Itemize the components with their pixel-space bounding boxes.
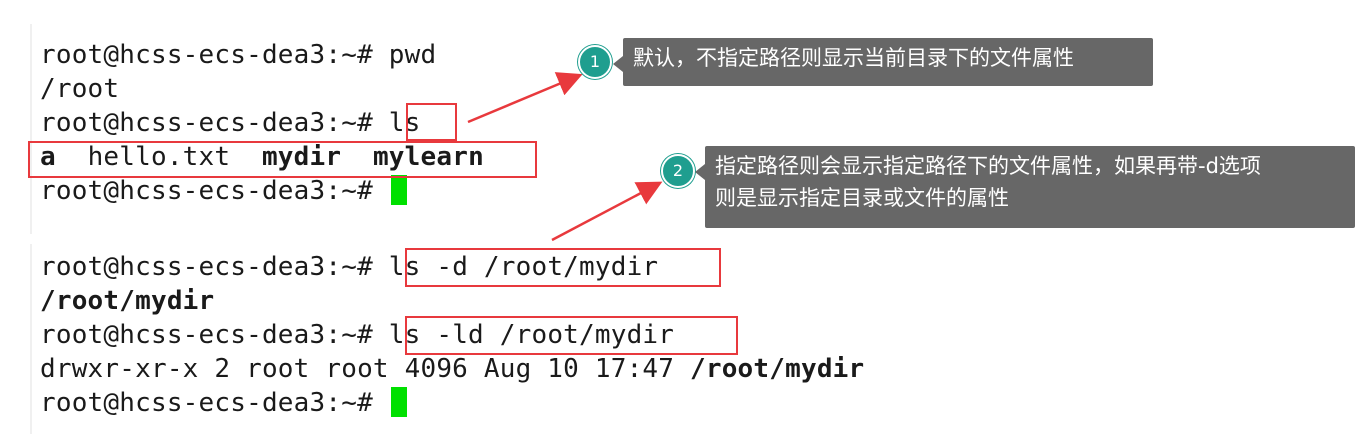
prompt: root@hcss-ecs-dea3:~#	[40, 40, 389, 70]
step-badge-1: 1	[578, 45, 612, 79]
terminal-panel-bottom	[30, 244, 1352, 434]
command-ls-d: ls -d /root/mydir	[388, 252, 659, 282]
terminal-line-ls: root@hcss-ecs-dea3:~# ls	[40, 106, 421, 140]
dir-entry-mydir: mydir	[261, 142, 342, 172]
callout-2-line-1: 指定路径则会显示指定路径下的文件属性，如果再带-d选项	[715, 154, 1261, 178]
terminal-output-pwd: /root	[40, 74, 120, 104]
terminal-line-prompt-idle: root@hcss-ecs-dea3:~#	[40, 174, 407, 208]
command-ls: ls	[388, 108, 421, 138]
arrow-1	[467, 72, 583, 124]
prompt: root@hcss-ecs-dea3:~#	[40, 252, 389, 282]
callout-2-line-2: 则是显示指定目录或文件的属性	[715, 186, 1009, 210]
prompt: root@hcss-ecs-dea3:~#	[40, 320, 389, 350]
terminal-output-ls-ld: drwxr-xr-x 2 root root 4096 Aug 10 17:47…	[40, 352, 864, 386]
arrow-2	[551, 181, 663, 242]
command-ls-ld: ls -ld /root/mydir	[388, 320, 675, 350]
terminal-cursor	[390, 175, 407, 205]
callout-2: 指定路径则会显示指定路径下的文件属性，如果再带-d选项 则是显示指定目录或文件的…	[695, 146, 1355, 228]
prompt: root@hcss-ecs-dea3:~#	[40, 176, 389, 206]
terminal-line-pwd: root@hcss-ecs-dea3:~# pwd	[40, 38, 436, 72]
prompt: root@hcss-ecs-dea3:~#	[40, 388, 389, 418]
file-entry-hello: hello.txt	[55, 142, 262, 172]
highlight-box-ls	[406, 103, 457, 141]
terminal-output-ls-d: /root/mydir	[40, 286, 215, 316]
file-path: /root/mydir	[690, 354, 865, 384]
command-pwd: pwd	[388, 40, 437, 70]
terminal-cursor	[390, 387, 407, 417]
file-metadata: drwxr-xr-x 2 root root 4096 Aug 10 17:47	[40, 354, 690, 384]
terminal-line-ls-d: root@hcss-ecs-dea3:~# ls -d /root/mydir	[40, 250, 658, 284]
prompt: root@hcss-ecs-dea3:~#	[40, 108, 389, 138]
highlight-box-ls-ld	[405, 316, 738, 355]
dir-entry-a: a	[40, 142, 56, 172]
terminal-line-prompt-final: root@hcss-ecs-dea3:~#	[40, 386, 407, 420]
highlight-box-ls-output	[28, 141, 537, 178]
callout-1: 默认，不指定路径则显示当前目录下的文件属性	[613, 38, 1153, 86]
terminal-output-ls: a hello.txt mydir mylearn	[40, 140, 484, 174]
dir-entry-mylearn: mylearn	[372, 142, 484, 172]
callout-1-text: 默认，不指定路径则显示当前目录下的文件属性	[633, 46, 1074, 70]
terminal-line-ls-ld: root@hcss-ecs-dea3:~# ls -ld /root/mydir	[40, 318, 674, 352]
step-badge-2: 2	[661, 154, 695, 188]
highlight-box-ls-d	[405, 248, 721, 287]
